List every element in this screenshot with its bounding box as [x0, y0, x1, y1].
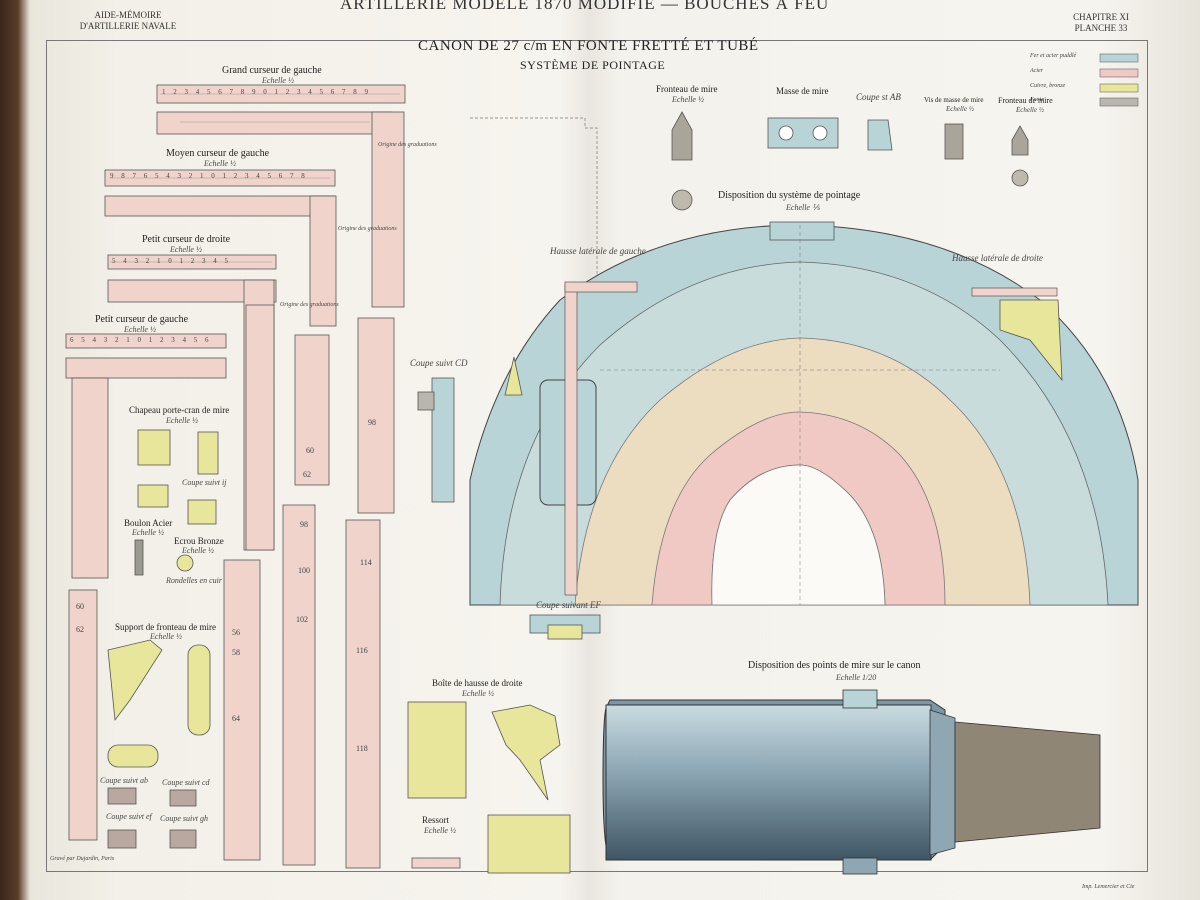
plate-border: [46, 40, 1148, 872]
label-coupe-EF: Coupe suivant EF: [536, 600, 601, 610]
scale-points-mire: Echelle 1/20: [836, 673, 877, 682]
bar-number: 64: [232, 714, 240, 723]
petit-gauche-drawing: [65, 333, 227, 579]
plate-subtitle: SYSTÈME DE POINTAGE: [520, 58, 666, 72]
label-coupe-cd: Coupe suivt cd: [162, 778, 210, 787]
label-ecrou: Ecrou Bronze: [174, 536, 224, 546]
label-petit-gauche: Petit curseur de gauche: [95, 314, 189, 325]
legend-label-4: Fonte: [1030, 97, 1044, 103]
label-origine-1: Origine des graduations: [378, 142, 437, 148]
scale-boite: Echelle ½: [462, 689, 494, 698]
label-ressort: Ressort: [422, 815, 449, 825]
grand-curseur-drawing: [156, 84, 406, 308]
label-boulon: Boulon Acier: [124, 518, 173, 528]
label-fronteau: Fronteau de mire: [656, 84, 718, 94]
label-origine-3: Origine des graduations: [280, 302, 339, 308]
bar-number: 56: [232, 628, 240, 637]
label-chapeau: Chapeau porte-cran de mire: [129, 405, 230, 415]
label-coupe-ef: Coupe suivt ef: [106, 812, 152, 821]
header-right-line1: CHAPITRE XI: [1073, 12, 1129, 22]
bar-number: 100: [298, 566, 310, 575]
label-vis-masse: Vis de masse de mire: [924, 96, 984, 104]
bar-number: 118: [356, 744, 368, 753]
bar-number: 62: [303, 470, 311, 479]
label-boite: Boîte de hausse de droite: [432, 678, 523, 688]
scale-ecrou: Echelle ½: [182, 546, 214, 555]
header-right-line2: PLANCHE 33: [1074, 23, 1128, 33]
gun-barrel-drawing: [602, 689, 1101, 875]
engraver-credit: Gravé par Dujardin, Paris: [50, 856, 115, 862]
label-rondelles: Rondelles en cuir: [166, 576, 222, 585]
legend-label-3: Cuivre, bronze: [1030, 83, 1066, 89]
bar-number: 98: [300, 520, 308, 529]
sight-line: [470, 117, 598, 600]
scale-numbers-grand: 1 2 3 4 5 6 7 8 9 0 1 2 3 4 5 6 7 8 9: [162, 88, 371, 96]
label-grand-curseur: Grand curseur de gauche: [222, 65, 322, 76]
small-parts: [107, 429, 219, 849]
bar-number: 102: [296, 615, 308, 624]
scale-petit-droite: Echelle ½: [170, 245, 202, 254]
label-hausse-droite: Hausse latérale de droite: [952, 253, 1043, 263]
section-details: [417, 377, 601, 640]
label-hausse-gauche: Hausse latérale de gauche: [550, 246, 646, 256]
label-coupe-gh: Coupe suivt gh: [160, 814, 208, 823]
label-masse: Masse de mire: [776, 86, 829, 96]
bar-number: 60: [76, 602, 84, 611]
bar-number: 58: [232, 648, 240, 657]
label-petit-droite: Petit curseur de droite: [142, 234, 231, 245]
scale-support: Echelle ½: [150, 632, 182, 641]
label-coupe-ab: Coupe suivt ab: [100, 776, 148, 785]
bar-number: 114: [360, 558, 372, 567]
printer-credit: Imp. Lemercier et Cie: [1082, 884, 1135, 890]
scale-chapeau: Echelle ½: [166, 416, 198, 425]
label-fronteau-2: Fronteau de mire: [998, 96, 1053, 105]
scale-fronteau: Echelle ½: [672, 95, 704, 104]
scale-vis-masse: Echelle ½: [946, 105, 974, 113]
top-details: [671, 111, 1029, 211]
legend-swatch-iron: [1099, 53, 1139, 63]
main-title: ARTILLERIE MODÈLE 1870 MODIFIÉ — BOUCHES…: [340, 0, 830, 13]
bar-number: 116: [356, 646, 368, 655]
label-moyen-curseur: Moyen curseur de gauche: [166, 148, 270, 159]
header-right: CHAPITRE XI PLANCHE 33: [1056, 12, 1146, 34]
label-support: Support de fronteau de mire: [115, 622, 216, 632]
legend-swatch-steel: [1099, 68, 1139, 78]
label-coupe-ij: Coupe suivt ij: [182, 478, 227, 487]
scale-numbers-petit-gauche: 6 5 4 3 2 1 0 1 2 3 4 5 6: [70, 336, 212, 344]
scale-ressort: Echelle ½: [424, 826, 456, 835]
scale-grand-curseur: Echelle ½: [262, 76, 294, 85]
scale-numbers-moyen: 9 8 7 6 5 4 3 2 1 0 1 2 3 4 5 6 7 8: [110, 172, 308, 180]
scale-fronteau-2: Echelle ½: [1016, 106, 1044, 114]
scale-boulon: Echelle ½: [132, 528, 164, 537]
scale-petit-gauche: Echelle ½: [124, 325, 156, 334]
legend-label-1: Fer et acier puddlé: [1030, 53, 1077, 59]
label-coupe-AB: Coupe st AB: [856, 92, 901, 102]
bar-number: 62: [76, 625, 84, 634]
scale-moyen-curseur: Echelle ½: [204, 159, 236, 168]
moyen-curseur-drawing: [104, 169, 337, 327]
vertical-bars: [68, 304, 395, 869]
boite-hausse-drawing: [407, 701, 571, 874]
legend-swatch-cast-iron: [1099, 97, 1139, 107]
legend-label-2: Acier: [1030, 68, 1043, 74]
bar-number: 60: [306, 446, 314, 455]
label-disposition: Disposition du système de pointage: [718, 190, 861, 201]
scale-disposition: Echelle ⅕: [786, 203, 820, 212]
header-left-line2: D'ARTILLERIE NAVALE: [79, 21, 177, 31]
gun-cross-section: [469, 221, 1139, 606]
scale-numbers-petit-droite: 5 4 3 2 1 0 1 2 3 4 5: [112, 257, 231, 265]
legend-swatch-bronze: [1099, 83, 1139, 93]
label-origine-2: Origine des graduations: [338, 226, 397, 232]
plate-title: CANON DE 27 c/m EN FONTE FRETTÉ ET TUBÉ: [418, 38, 759, 54]
header-left: AIDE-MÉMOIRE D'ARTILLERIE NAVALE: [68, 10, 188, 32]
bar-number: 98: [368, 418, 376, 427]
label-points-mire: Disposition des points de mire sur le ca…: [748, 660, 921, 671]
header-left-line1: AIDE-MÉMOIRE: [94, 10, 162, 20]
label-coupe-CD: Coupe suivt CD: [410, 358, 468, 368]
